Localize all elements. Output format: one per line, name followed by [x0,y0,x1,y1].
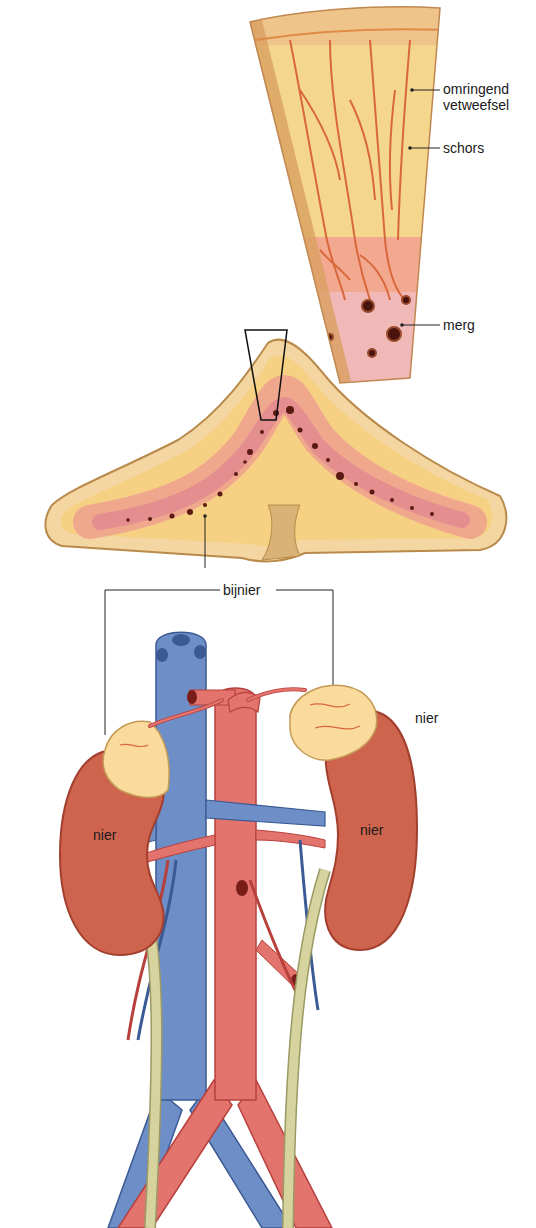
organ-label: nier [93,827,116,843]
illustration-path [206,800,325,826]
illustration-polygon [245,330,287,420]
illustration-circle [312,443,318,449]
illustration-path [320,250,350,280]
illustration-circle [234,472,238,476]
illustration-circle [247,449,253,455]
illustration-circle [362,300,374,312]
illustration-path [150,700,222,726]
part-label: merg [443,317,475,333]
illustration-circle [430,512,434,516]
illustration-path [290,685,377,760]
illustration-path [248,689,305,700]
illustration-g [400,88,414,327]
illustration-path [398,40,410,240]
part-label: bijnier [223,582,260,598]
illustration-circle [318,321,324,327]
illustration-path [350,100,375,200]
illustration-circle [170,514,175,519]
illustration-circle [243,460,247,464]
illustration-circle [410,506,414,510]
kidney-shape: nier [55,745,170,960]
illustration-circle [370,490,375,495]
leader-lines [402,90,440,325]
illustration-line [412,90,440,91]
illustration-ellipse [194,645,206,659]
illustration-circle [387,327,401,341]
illustration-path [255,29,445,40]
illustration-circle [402,296,410,304]
illustration-path [215,688,256,1100]
illustration-path [276,590,333,700]
illustration-circle [218,492,223,497]
illustration-ellipse [236,880,248,896]
illustration-line [410,148,440,149]
illustration-path [256,830,325,848]
illustration-g [150,689,305,726]
part-label: nier [415,710,438,726]
illustration-circle [410,88,414,92]
illustration-path [360,255,390,300]
illustration-path [288,870,325,1228]
illustration-path [370,40,405,300]
kidney-outline [55,745,170,960]
illustration-path [118,1080,232,1228]
illustration-circle [408,146,412,150]
kidney-body [60,750,164,955]
illustration-path [300,90,340,180]
illustration-circle [203,514,207,518]
illustration-path [250,20,351,383]
bracket-lines [105,516,333,735]
illustration-circle [286,406,294,414]
illustration-circle [400,323,404,327]
illustration-path [120,744,148,746]
kidney-shape: nier [320,705,420,955]
illustration-circle [368,349,376,357]
illustration-circle [260,430,264,434]
illustration-ellipse [172,634,190,646]
illustration-line [205,516,206,568]
illustration-line [402,325,440,326]
part-label: schors [443,140,484,156]
illustration-g [126,406,434,522]
illustration-circle [148,517,152,521]
organ-label: nier [360,822,383,838]
illustration-path [45,340,506,562]
illustration-path [103,721,169,797]
illustration-path [250,880,300,1000]
illustration-path [150,700,222,726]
illustration-path [315,726,360,729]
illustration-path [390,90,395,210]
kidney-body [325,710,417,950]
illustration-path [262,505,300,560]
part-label: omringend vetweefsel [443,81,535,113]
illustration-circle [126,518,130,522]
illustration-g [150,689,305,726]
illustration-circle [203,503,207,507]
illustration-path [248,689,305,700]
illustration-circle [187,509,193,515]
illustration-circle [354,482,358,486]
tissue-wedge [240,0,450,387]
illustration-circle [298,428,303,433]
illustration-g [290,40,410,300]
illustration-circle [326,458,330,462]
illustration-g [120,704,360,747]
illustration-path [290,40,345,300]
illustration-circle [336,472,344,480]
illustration-path [100,405,462,522]
illustration-path [330,40,370,300]
illustration-path [310,704,350,707]
illustration-ellipse [156,648,168,662]
illustration-circle [390,498,394,502]
illustration-path [90,392,470,522]
gland-section [45,340,506,562]
illustration-ellipse [187,690,197,704]
illustration-path [256,940,300,985]
illustration-path [228,692,260,712]
illustration-path [250,7,440,383]
illustration-path [288,870,325,1228]
